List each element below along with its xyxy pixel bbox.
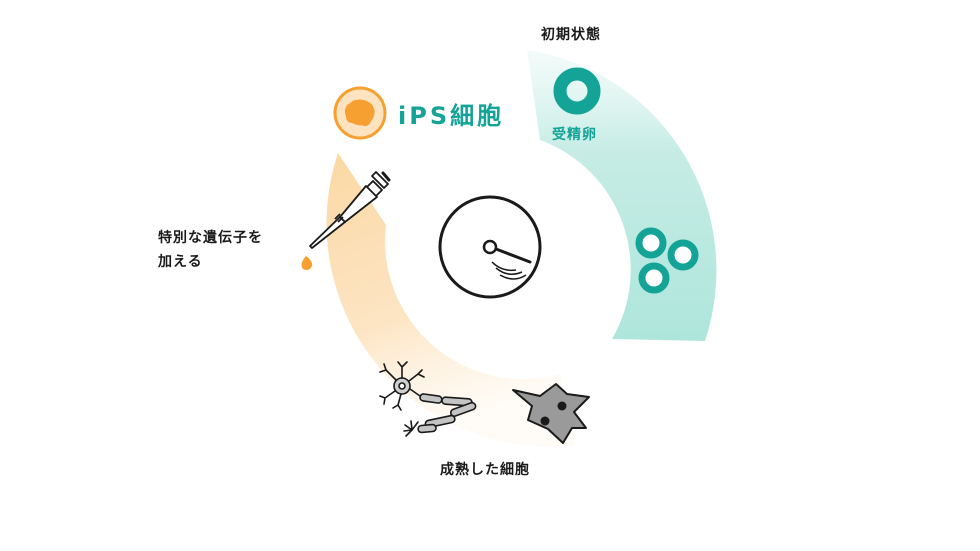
early-stage-label: 初期状態 (541, 24, 601, 44)
ips-cell-label: iPS細胞 (398, 96, 504, 131)
fertilized-egg-label: 受精卵 (552, 124, 597, 144)
ips-cell-icon (335, 88, 385, 138)
add-genes-line2: 加える (158, 254, 203, 270)
add-genes-label: 特別な遺伝子を 加える (158, 226, 278, 274)
add-genes-line1: 特別な遺伝子を (158, 230, 263, 246)
clock-icon (440, 197, 540, 297)
mature-cell-label: 成熟した細胞 (440, 459, 530, 479)
